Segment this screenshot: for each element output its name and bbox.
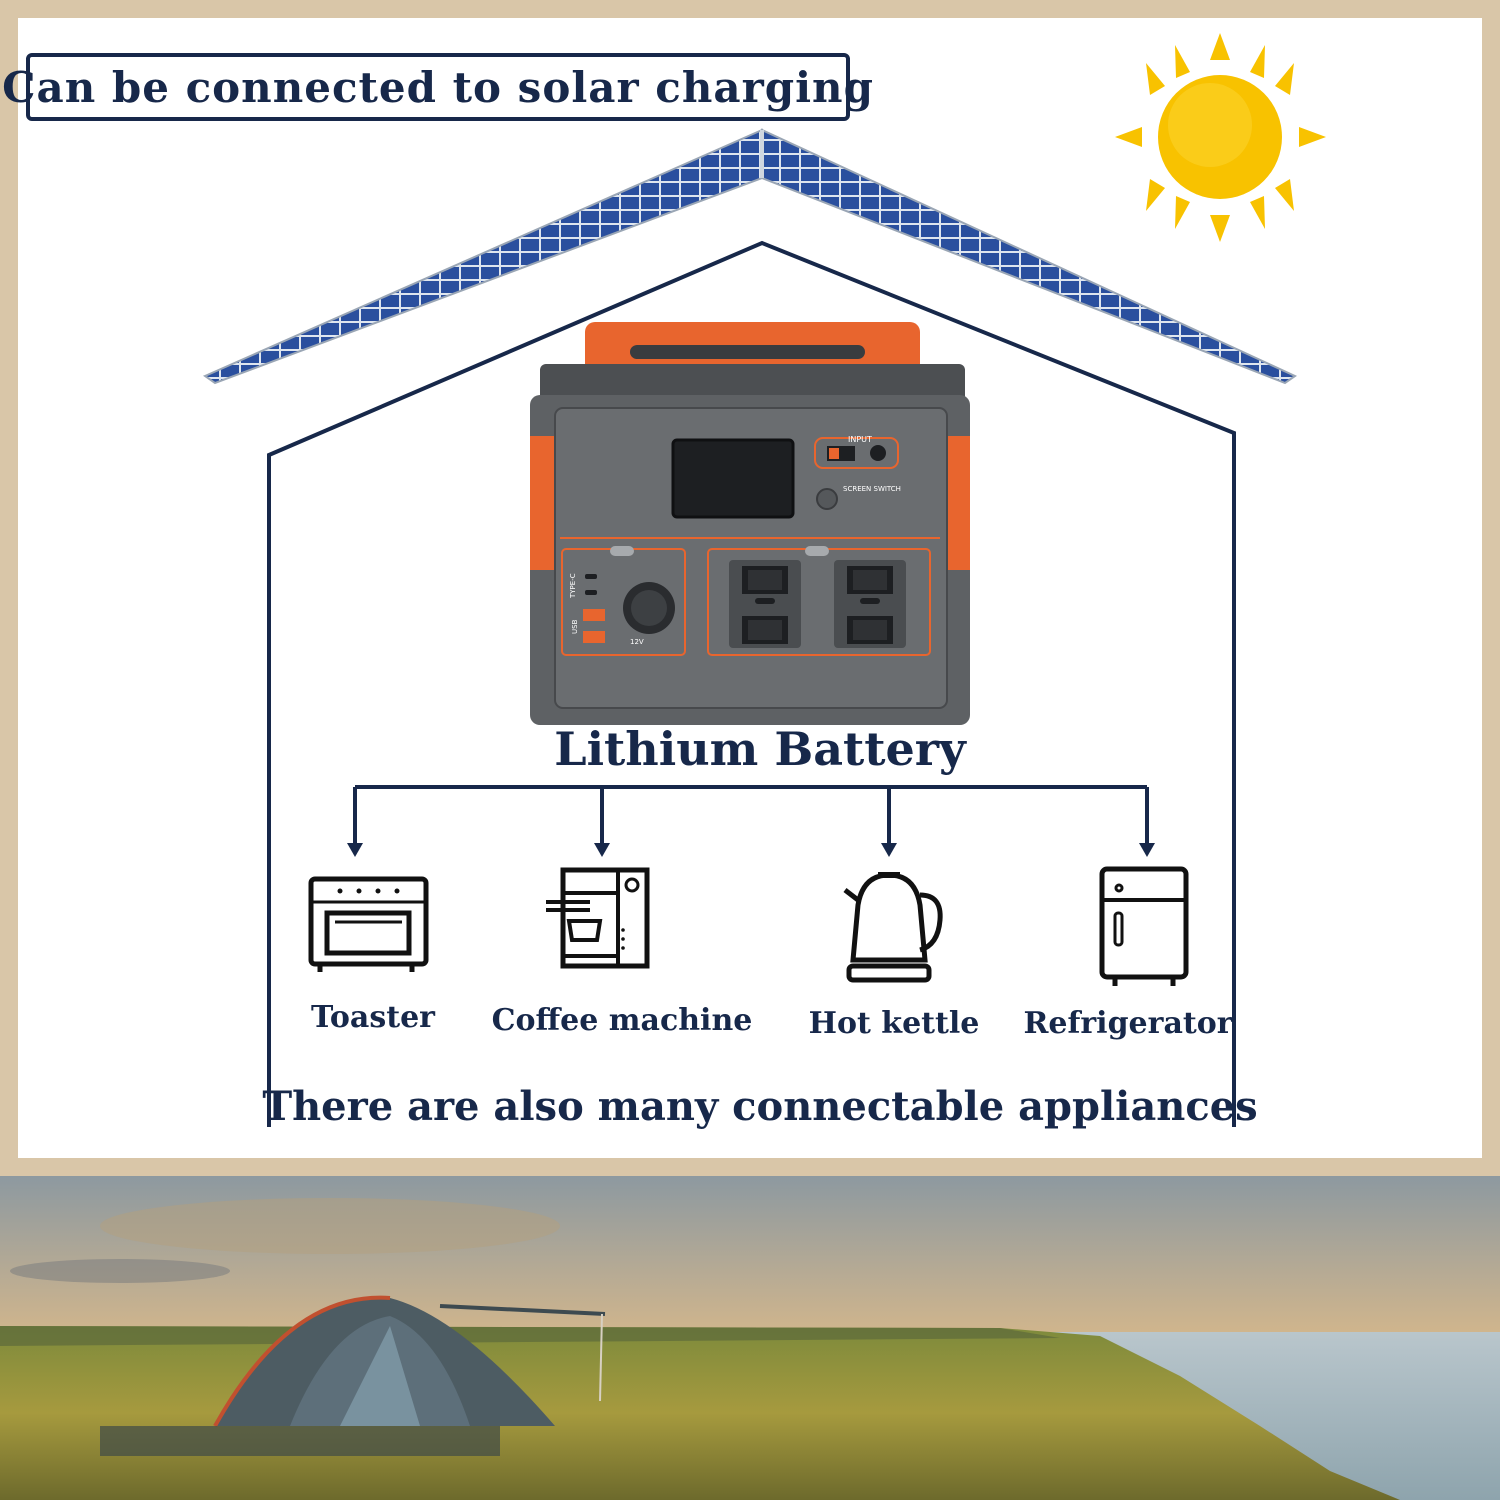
camping-landscape-photo [0, 1176, 1500, 1500]
arrow-down-icon [881, 843, 897, 857]
appliance-label-refrigerator: Refrigerator [1023, 1006, 1233, 1041]
kettle-icon [843, 872, 943, 983]
house-outline [267, 240, 1236, 1127]
toaster-icon [308, 876, 429, 972]
panel-usb-text: USB [571, 619, 579, 634]
panel-input-text: INPUT [848, 435, 872, 444]
arrow-down-icon [594, 843, 610, 857]
tent [213, 1295, 606, 1427]
appliance-label-toaster: Toaster [311, 1000, 435, 1035]
arrow-down-icon [1139, 843, 1155, 857]
panel-screen-switch-text: SCREEN SWITCH [843, 485, 901, 493]
headline-banner: Can be connected to solar charging [2, 53, 873, 121]
footer-text: There are also many connectable applianc… [262, 1083, 1258, 1130]
panel-typec-text: TYPE-C [569, 573, 577, 599]
power-station-device: INPUT SCREEN SWITCH TYPE-C USB 12V [530, 322, 970, 725]
arrow-down-icon [347, 843, 363, 857]
refrigerator-icon [1099, 866, 1189, 986]
distribution-lines [353, 785, 1149, 845]
appliance-label-hot-kettle: Hot kettle [808, 1006, 980, 1041]
battery-label: Lithium Battery [554, 722, 966, 776]
appliance-label-coffee-machine: Coffee machine [491, 1003, 753, 1038]
sun-icon [1115, 33, 1326, 242]
illustration: INPUT SCREEN SWITCH TYPE-C USB 12V [202, 33, 1326, 1127]
coffee-machine-icon [546, 867, 650, 969]
solar-panel-roof [202, 128, 1297, 385]
headline-text: Can be connected to solar charging [2, 62, 874, 112]
panel-12v-text: 12V [630, 638, 644, 646]
